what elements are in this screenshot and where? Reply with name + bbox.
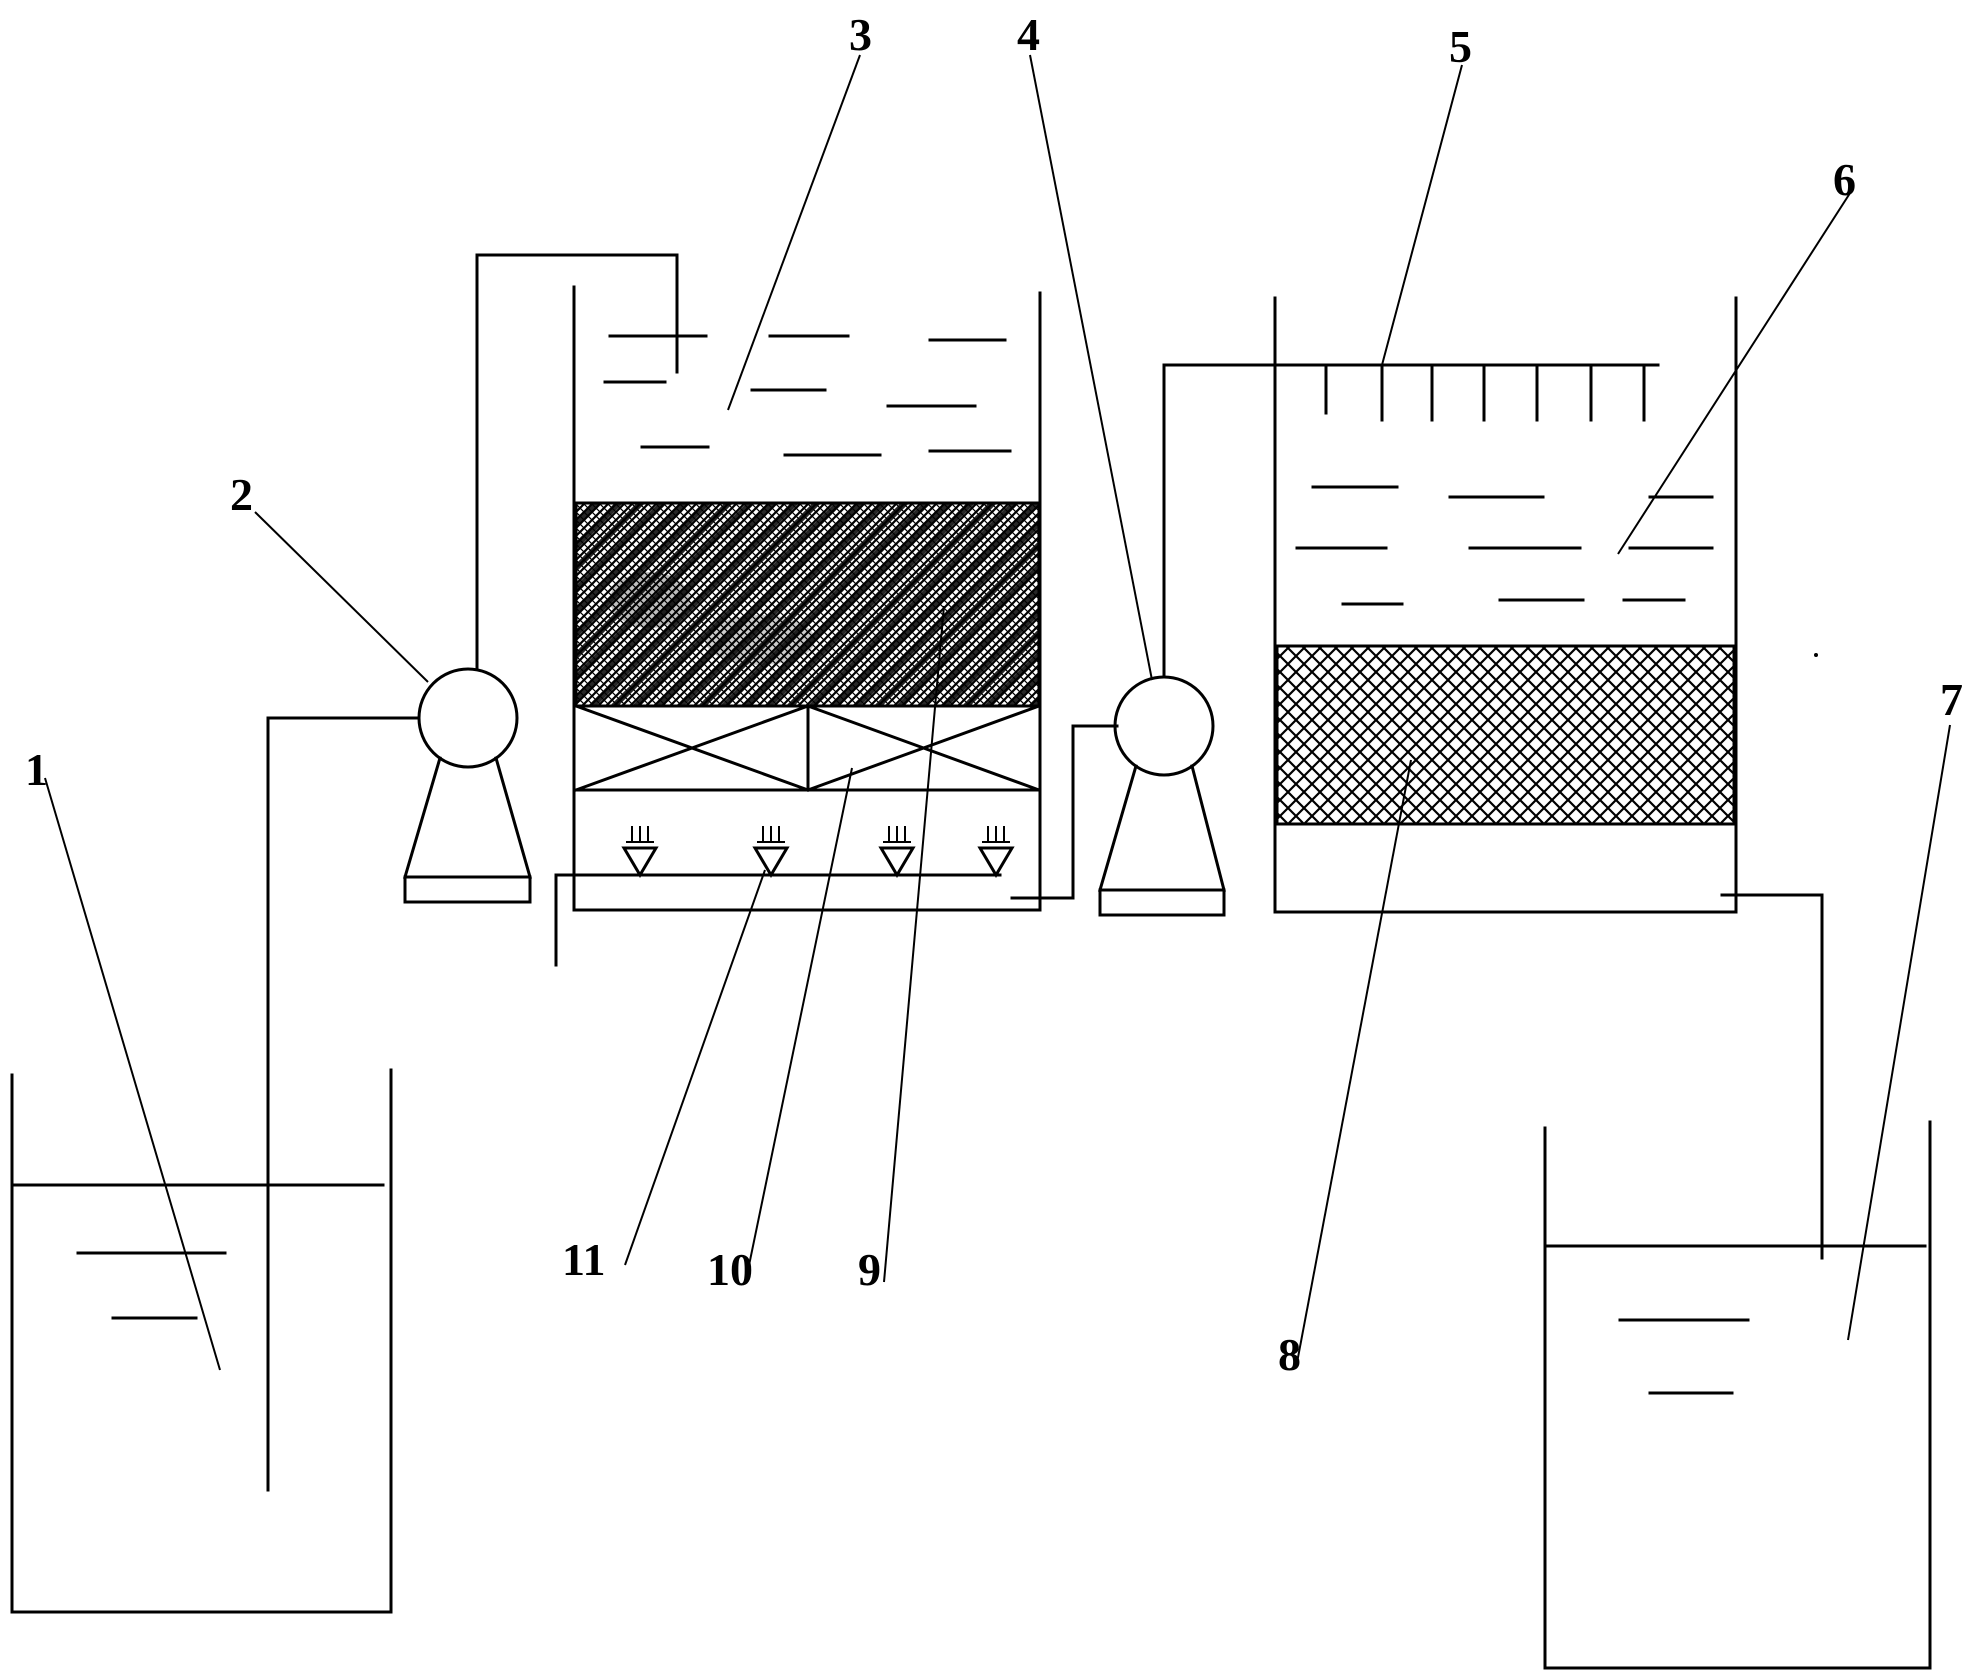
aeration-pipe [554, 826, 1015, 967]
label-2: 2 [230, 469, 253, 520]
diffuser-4 [977, 826, 1015, 878]
transfer-pipe-pump-4 [1010, 724, 1119, 900]
suction-pipe-pump-2 [266, 716, 420, 1492]
raw-water-tank [10, 1068, 393, 1614]
label-8: 8 [1278, 1329, 1301, 1380]
stray-dot [1814, 653, 1818, 657]
feed-pipe-filter-tank [1162, 363, 1660, 679]
spray-distributor [1324, 363, 1646, 422]
filter-tank [1273, 296, 1738, 914]
effluent-tank [1543, 1120, 1932, 1670]
label-7: 7 [1940, 674, 1963, 725]
diffuser-3 [878, 826, 916, 878]
filter-material-layer [1275, 644, 1736, 826]
label-group: 1 2 3 4 5 6 7 8 9 10 11 [25, 9, 1963, 1380]
pump-4 [1098, 675, 1226, 917]
label-11: 11 [562, 1234, 605, 1285]
label-5: 5 [1449, 21, 1472, 72]
outlet-pipe [1720, 893, 1824, 1260]
diffuser-1 [621, 826, 659, 878]
pump-2 [402, 667, 532, 904]
filter-media-layer [574, 501, 1041, 708]
label-4: 4 [1017, 9, 1040, 60]
biofilter-reactor [554, 285, 1042, 967]
feed-pipe-reactor [475, 253, 679, 671]
label-3: 3 [849, 9, 872, 60]
leader-lines [44, 54, 1951, 1371]
support-layer [574, 704, 1041, 792]
label-10: 10 [707, 1244, 753, 1295]
diffuser-2 [752, 826, 790, 878]
label-9: 9 [858, 1244, 881, 1295]
label-6: 6 [1833, 154, 1856, 205]
label-1: 1 [25, 744, 48, 795]
